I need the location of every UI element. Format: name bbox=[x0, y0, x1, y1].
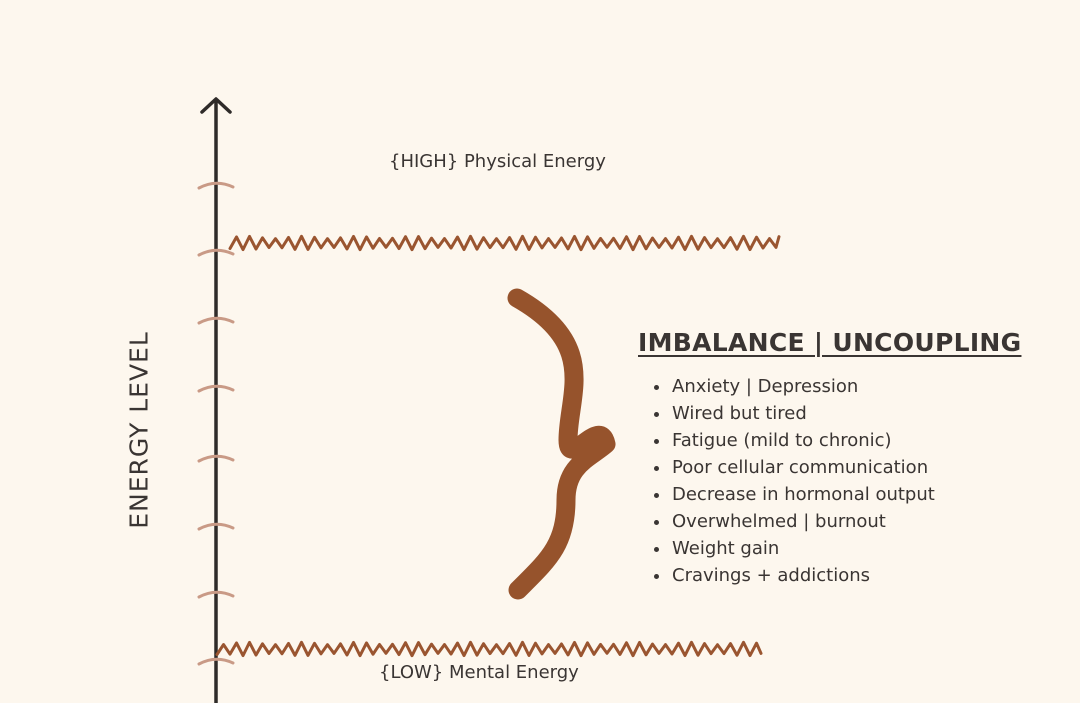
imbalance-title: IMBALANCE | UNCOUPLING bbox=[638, 328, 1022, 357]
symptom-item: Fatigue (mild to chronic) bbox=[638, 427, 1021, 454]
axis-tick bbox=[197, 248, 235, 257]
low-energy-wave bbox=[215, 640, 763, 658]
curly-brace-icon bbox=[507, 288, 616, 600]
low-mental-energy-label: {LOW} Mental Energy bbox=[379, 662, 579, 683]
symptom-item: Wired but tired bbox=[638, 400, 1021, 427]
imbalance-panel: IMBALANCE | UNCOUPLING Anxiety | Depress… bbox=[638, 326, 1021, 589]
axis-tick bbox=[197, 384, 235, 393]
energy-level-axis-label: ENERGY LEVEL bbox=[124, 331, 154, 529]
axis-tick bbox=[197, 316, 235, 325]
symptom-item: Poor cellular communication bbox=[638, 454, 1021, 481]
high-energy-wave bbox=[228, 234, 781, 252]
symptom-item: Anxiety | Depression bbox=[638, 373, 1021, 400]
axis-tick bbox=[197, 522, 235, 531]
symptom-item: Overwhelmed | burnout bbox=[638, 508, 1021, 535]
axis-tick bbox=[197, 590, 235, 599]
high-physical-energy-label: {HIGH} Physical Energy bbox=[389, 151, 606, 172]
symptom-item: Decrease in hormonal output bbox=[638, 481, 1021, 508]
symptom-list: Anxiety | Depression Wired but tired Fat… bbox=[638, 373, 1021, 589]
axis-ticks bbox=[197, 181, 235, 666]
axis-tick bbox=[197, 181, 235, 190]
axis-tick bbox=[197, 454, 235, 463]
symptom-item: Cravings + addictions bbox=[638, 562, 1021, 589]
axis-tick bbox=[197, 657, 235, 666]
symptom-item: Weight gain bbox=[638, 535, 1021, 562]
arrow-up-icon bbox=[200, 97, 232, 114]
